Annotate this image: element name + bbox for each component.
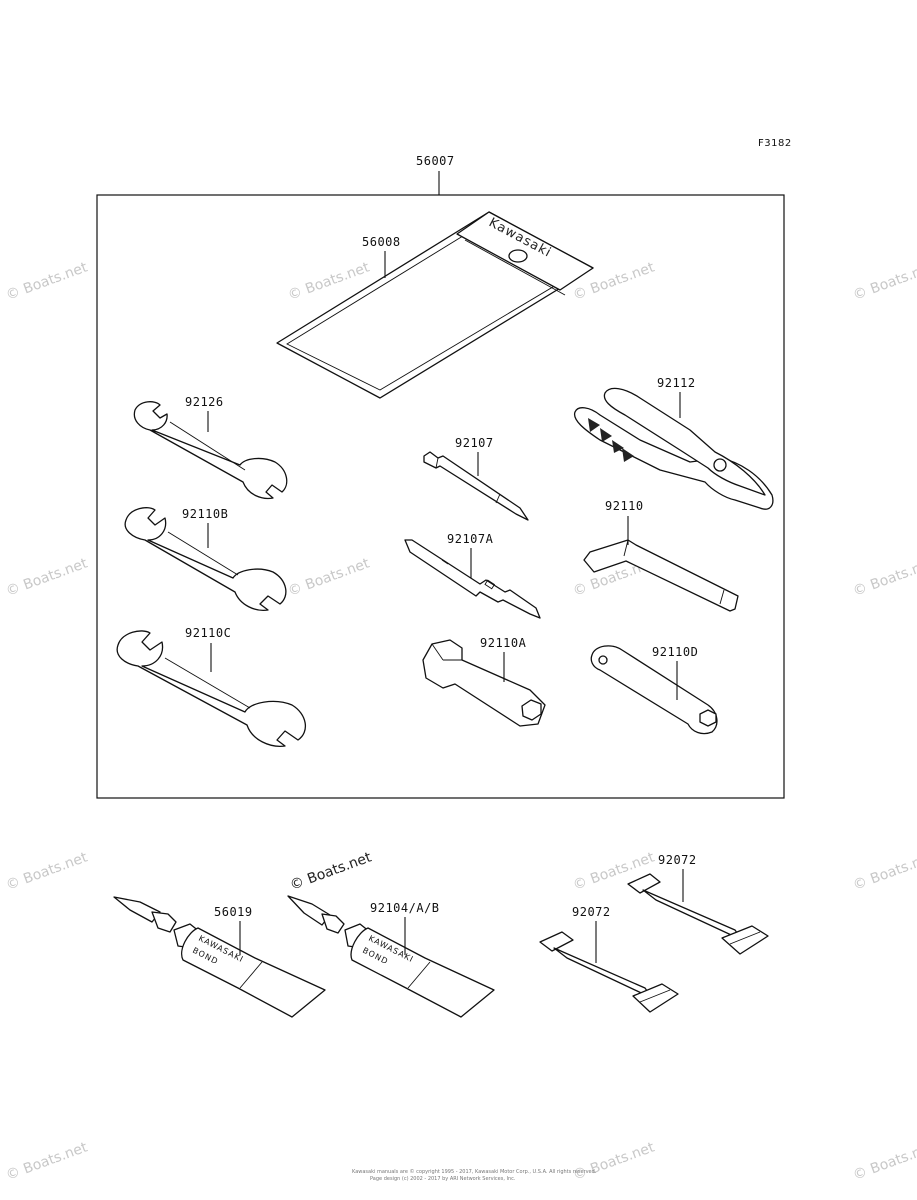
- band-92072-lower[interactable]: [539, 931, 679, 1013]
- watermark-dark: © Boats.net: [288, 849, 374, 893]
- label-92104: 92104/A/B: [370, 901, 440, 915]
- watermark: © Boats.net: [4, 555, 90, 599]
- watermark: © Boats.net: [4, 259, 90, 303]
- band-lower-clip-1: [539, 931, 574, 952]
- watermark: © Boats.net: [851, 1139, 917, 1183]
- label-92110a: 92110A: [480, 636, 527, 650]
- spark-wrench-92110a-body: [422, 639, 546, 727]
- wrench-92126-body: [133, 401, 288, 500]
- pouch-snap-button: [508, 249, 528, 263]
- label-92126: 92126: [185, 395, 224, 409]
- spark-wrench-92110d-hex-end: [699, 709, 717, 727]
- wrench-92110c[interactable]: [116, 630, 306, 747]
- screwdriver-92107-body: [423, 451, 529, 521]
- copyright-line-2: Page design (c) 2002 - 2017 by ARI Netwo…: [370, 1176, 516, 1182]
- tool-pouch[interactable]: Kawasaki: [276, 211, 594, 399]
- band-92072-upper[interactable]: [627, 873, 769, 955]
- spark-wrench-92110a-hex-end: [521, 699, 542, 721]
- hex-key-body: [583, 539, 739, 612]
- label-92072-lower: 92072: [572, 905, 611, 919]
- pliers-pivot-bolt: [713, 458, 727, 472]
- label-92107a: 92107A: [447, 532, 494, 546]
- bond-92104-band: [407, 961, 431, 989]
- pliers-lower-handle: [573, 407, 774, 510]
- wrench-92110c-ridge: [164, 657, 251, 709]
- watermark: © Boats.net: [851, 849, 917, 893]
- screwdriver-92107[interactable]: [423, 451, 529, 521]
- band-lower-strap: [553, 947, 653, 999]
- pouch-flap: [456, 211, 594, 291]
- watermark: © Boats.net: [286, 555, 372, 599]
- spark-wrench-92110a-edge: [431, 643, 444, 661]
- screwdriver-92107a[interactable]: [404, 539, 541, 619]
- spark-wrench-92110d-hole: [598, 655, 608, 665]
- label-92110d: 92110D: [652, 645, 698, 659]
- label-56019: 56019: [214, 905, 253, 919]
- toolkit-frame: [96, 194, 785, 799]
- bond-56019-nozzle-tip: [113, 896, 161, 923]
- bond-92104-cap: [321, 913, 345, 934]
- watermark: © Boats.net: [851, 259, 917, 303]
- label-92107: 92107: [455, 436, 494, 450]
- wrench-92126-ridge: [169, 421, 246, 471]
- screwdriver-92107a-slot: [484, 579, 496, 590]
- pliers-92112[interactable]: [573, 387, 774, 510]
- band-upper-clip-1: [627, 873, 661, 894]
- band-lower-clip-edge: [639, 989, 671, 1003]
- watermark: © Boats.net: [851, 555, 917, 599]
- label-92110c: 92110C: [185, 626, 231, 640]
- spark-wrench-92110a[interactable]: [422, 639, 546, 727]
- bond-92104-body: [350, 927, 495, 1018]
- assembly-label: 56007: [416, 154, 455, 168]
- hex-key-bend: [623, 539, 629, 557]
- pliers-grip-texture: [588, 418, 634, 462]
- bond-56019-band: [239, 961, 263, 989]
- wrench-92110b-body: [124, 507, 287, 611]
- pouch-body: [276, 211, 594, 399]
- band-upper-strap: [642, 889, 743, 941]
- figure-code: F3182: [758, 138, 792, 149]
- spark-wrench-92110d-body: [590, 645, 718, 735]
- wrench-92110b[interactable]: [124, 507, 287, 611]
- watermark-layer: © Boats.net © Boats.net © Boats.net © Bo…: [4, 259, 917, 1183]
- hex-key-92110[interactable]: [583, 539, 739, 612]
- label-92110: 92110: [605, 499, 644, 513]
- label-56008: 56008: [362, 235, 401, 249]
- label-92110b: 92110B: [182, 507, 228, 521]
- wrench-92110b-ridge: [167, 531, 239, 576]
- watermark: © Boats.net: [4, 849, 90, 893]
- label-92112: 92112: [657, 376, 696, 390]
- pouch-flap-fold: [464, 239, 566, 296]
- hex-key-end: [719, 589, 725, 605]
- screwdriver-92107a-notch: [441, 559, 449, 565]
- screwdriver-92107-collar: [435, 457, 439, 469]
- watermark: © Boats.net: [571, 1139, 657, 1183]
- spark-wrench-92110d[interactable]: [590, 645, 718, 735]
- wrench-92126[interactable]: [133, 401, 288, 500]
- band-upper-clip-edge: [729, 931, 761, 945]
- label-92072-upper: 92072: [658, 853, 697, 867]
- screwdriver-92107a-body: [404, 539, 541, 619]
- bond-tube-56019[interactable]: KAWASAKI BOND: [113, 896, 326, 1018]
- copyright-line-1: Kawasaki manuals are © copyright 1995 - …: [352, 1168, 597, 1175]
- screwdriver-92107-tip-mark: [495, 493, 501, 504]
- watermark: © Boats.net: [4, 1139, 90, 1183]
- wrench-92110c-body: [116, 630, 306, 747]
- bond-56019-cap: [151, 911, 177, 933]
